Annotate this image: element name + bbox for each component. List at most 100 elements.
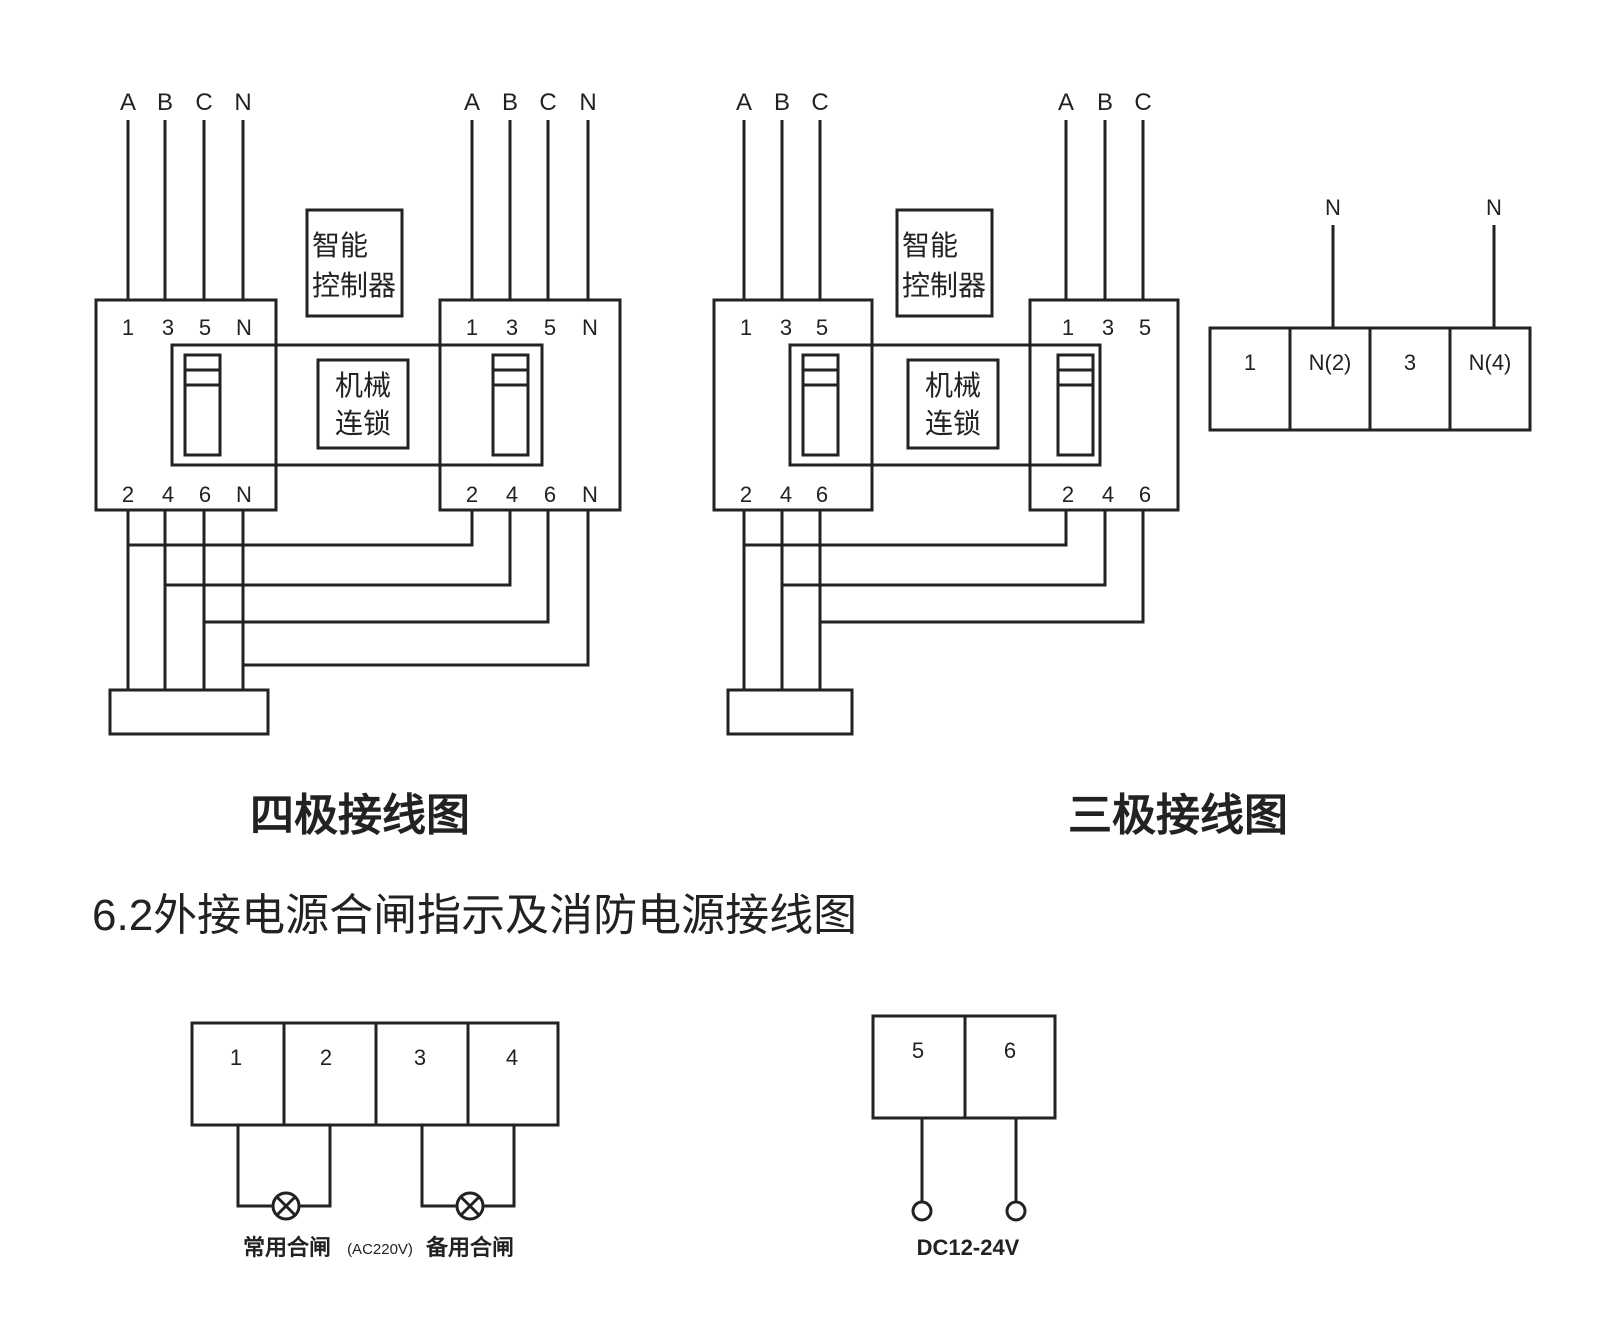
three-pole-left-switch (712, 298, 874, 512)
normal-close-lamp-icon (271, 1191, 301, 1221)
three-pole-left-input-c: C (811, 89, 828, 116)
fire-terminal-6-icon (1005, 1200, 1027, 1222)
four-pole-left-input-c: C (195, 89, 212, 116)
four-pole-left-input-a: A (120, 89, 136, 116)
four-pole-interlock-box (316, 358, 410, 450)
three-pole-left-input-b: B (774, 89, 790, 116)
three-pole-right-input-wires (1064, 120, 1145, 300)
three-pole-left-top-terminal-5: 5 (816, 315, 828, 340)
three-pole-right-top-terminal-5: 5 (1139, 315, 1151, 340)
four-pole-right-top-terminal-n: N (582, 315, 598, 340)
fire-cell-5: 5 (912, 1038, 924, 1063)
four-pole-left-top-terminal-5: 5 (199, 315, 211, 340)
three-pole-controller-box (895, 208, 994, 318)
three-pole-left-input-wires (742, 120, 822, 300)
four-pole-right-top-terminal-5: 5 (544, 315, 556, 340)
four-pole-left-input-n: N (234, 89, 251, 116)
four-pole-left-bottom-terminal-2: 2 (122, 482, 134, 507)
four-pole-controller-line2: 控制器 (312, 270, 396, 301)
four-pole-left-top-terminal-n: N (236, 315, 252, 340)
three-pole-right-handle (1056, 353, 1095, 457)
indicator-cell-3: 3 (414, 1045, 426, 1070)
label-voltage: (AC220V) (347, 1241, 413, 1258)
n-block-cell-n2: N(2) (1309, 350, 1352, 375)
three-pole-right-top-terminal-1: 1 (1062, 315, 1074, 340)
four-pole-left-bottom-terminal-4: 4 (162, 482, 174, 507)
indicator-terminal-block: 1 2 3 4 常用合闸 (AC220V) 备用合闸 (190, 1021, 560, 1260)
four-pole-output-wires (126, 510, 590, 690)
four-pole-right-top-terminal-1: 1 (466, 315, 478, 340)
four-pole-left-bottom-terminal-n: N (236, 482, 252, 507)
three-pole-right-bottom-terminal-4: 4 (1102, 482, 1114, 507)
three-pole-right-input-b: B (1097, 89, 1113, 116)
fire-terminal-5-icon (911, 1200, 933, 1222)
section-heading: 6.2外接电源合闸指示及消防电源接线图 (92, 891, 857, 940)
four-pole-right-top-terminal-3: 3 (506, 315, 518, 340)
n-terminal-block: N N 1 N(2) 3 N(4) (1208, 195, 1532, 432)
three-pole-left-input-a: A (736, 89, 752, 116)
four-pole-right-input-c: C (539, 89, 556, 116)
n-block-cell-3: 3 (1404, 350, 1416, 375)
four-pole-left-bottom-terminal-6: 6 (199, 482, 211, 507)
four-pole-right-bottom-terminal-4: 4 (506, 482, 518, 507)
four-pole-right-input-b: B (502, 89, 518, 116)
four-pole-right-input-a: A (464, 89, 480, 116)
three-pole-diagram: A B C A B C 智能 控制器 机械 连锁 (712, 89, 1288, 840)
three-pole-interlock-line1: 机械 (925, 370, 981, 401)
four-pole-diagram: A B C N A B C N 智能 控制器 机械 连锁 (94, 89, 622, 840)
four-pole-interlock-line2: 连锁 (335, 408, 391, 439)
four-pole-controller-line1: 智能 (312, 230, 368, 261)
indicator-cell-4: 4 (506, 1045, 518, 1070)
n-block-cell-1: 1 (1244, 350, 1256, 375)
n-block-cell-n4: N(4) (1469, 350, 1512, 375)
four-pole-right-input-wires (470, 120, 590, 300)
four-pole-right-bottom-terminal-n: N (582, 482, 598, 507)
three-pole-interlock-frame (788, 343, 1102, 467)
four-pole-right-bottom-terminal-6: 6 (544, 482, 556, 507)
four-pole-left-input-b: B (157, 89, 173, 116)
three-pole-controller-line1: 智能 (902, 230, 958, 261)
four-pole-left-input-wires (126, 120, 245, 300)
indicator-cell-1: 1 (230, 1045, 242, 1070)
four-pole-left-top-terminal-1: 1 (122, 315, 134, 340)
four-pole-controller-box (305, 208, 404, 318)
three-pole-left-handle (801, 353, 840, 457)
three-pole-left-bottom-terminal-4: 4 (780, 482, 792, 507)
label-normal-close: 常用合闸 (243, 1235, 331, 1260)
three-pole-left-top-terminal-1: 1 (740, 315, 752, 340)
indicator-cell-2: 2 (320, 1045, 332, 1070)
fire-cell-6: 6 (1004, 1038, 1016, 1063)
three-pole-right-top-terminal-3: 3 (1102, 315, 1114, 340)
four-pole-right-switch (438, 298, 622, 512)
four-pole-load-block (108, 688, 270, 736)
label-dc-voltage: DC12-24V (917, 1235, 1020, 1260)
four-pole-left-handle (183, 353, 222, 457)
three-pole-right-input-c: C (1134, 89, 1151, 116)
four-pole-caption: 四极接线图 (250, 791, 470, 840)
three-pole-left-bottom-terminal-6: 6 (816, 482, 828, 507)
three-pole-left-top-terminal-3: 3 (780, 315, 792, 340)
three-pole-left-bottom-terminal-2: 2 (740, 482, 752, 507)
four-pole-right-input-n: N (579, 89, 596, 116)
label-backup-close: 备用合闸 (425, 1235, 514, 1260)
three-pole-right-input-a: A (1058, 89, 1074, 116)
three-pole-interlock-line2: 连锁 (925, 408, 981, 439)
four-pole-right-bottom-terminal-2: 2 (466, 482, 478, 507)
n-block-top-label-1: N (1325, 195, 1341, 220)
three-pole-output-wires (742, 510, 1145, 690)
backup-close-lamp-icon (455, 1191, 485, 1221)
n-block-top-label-2: N (1486, 195, 1502, 220)
three-pole-right-switch (1028, 298, 1180, 512)
fire-power-terminal-block: 5 6 DC12-24V (871, 1014, 1057, 1260)
three-pole-right-bottom-terminal-2: 2 (1062, 482, 1074, 507)
three-pole-caption: 三极接线图 (1068, 791, 1288, 840)
four-pole-left-top-terminal-3: 3 (162, 315, 174, 340)
three-pole-right-bottom-terminal-6: 6 (1139, 482, 1151, 507)
three-pole-interlock-box (906, 358, 1000, 450)
four-pole-interlock-line1: 机械 (335, 370, 391, 401)
four-pole-right-handle (491, 353, 530, 457)
four-pole-interlock-frame (170, 343, 544, 467)
three-pole-load-block (726, 688, 854, 736)
three-pole-controller-line2: 控制器 (902, 270, 986, 301)
